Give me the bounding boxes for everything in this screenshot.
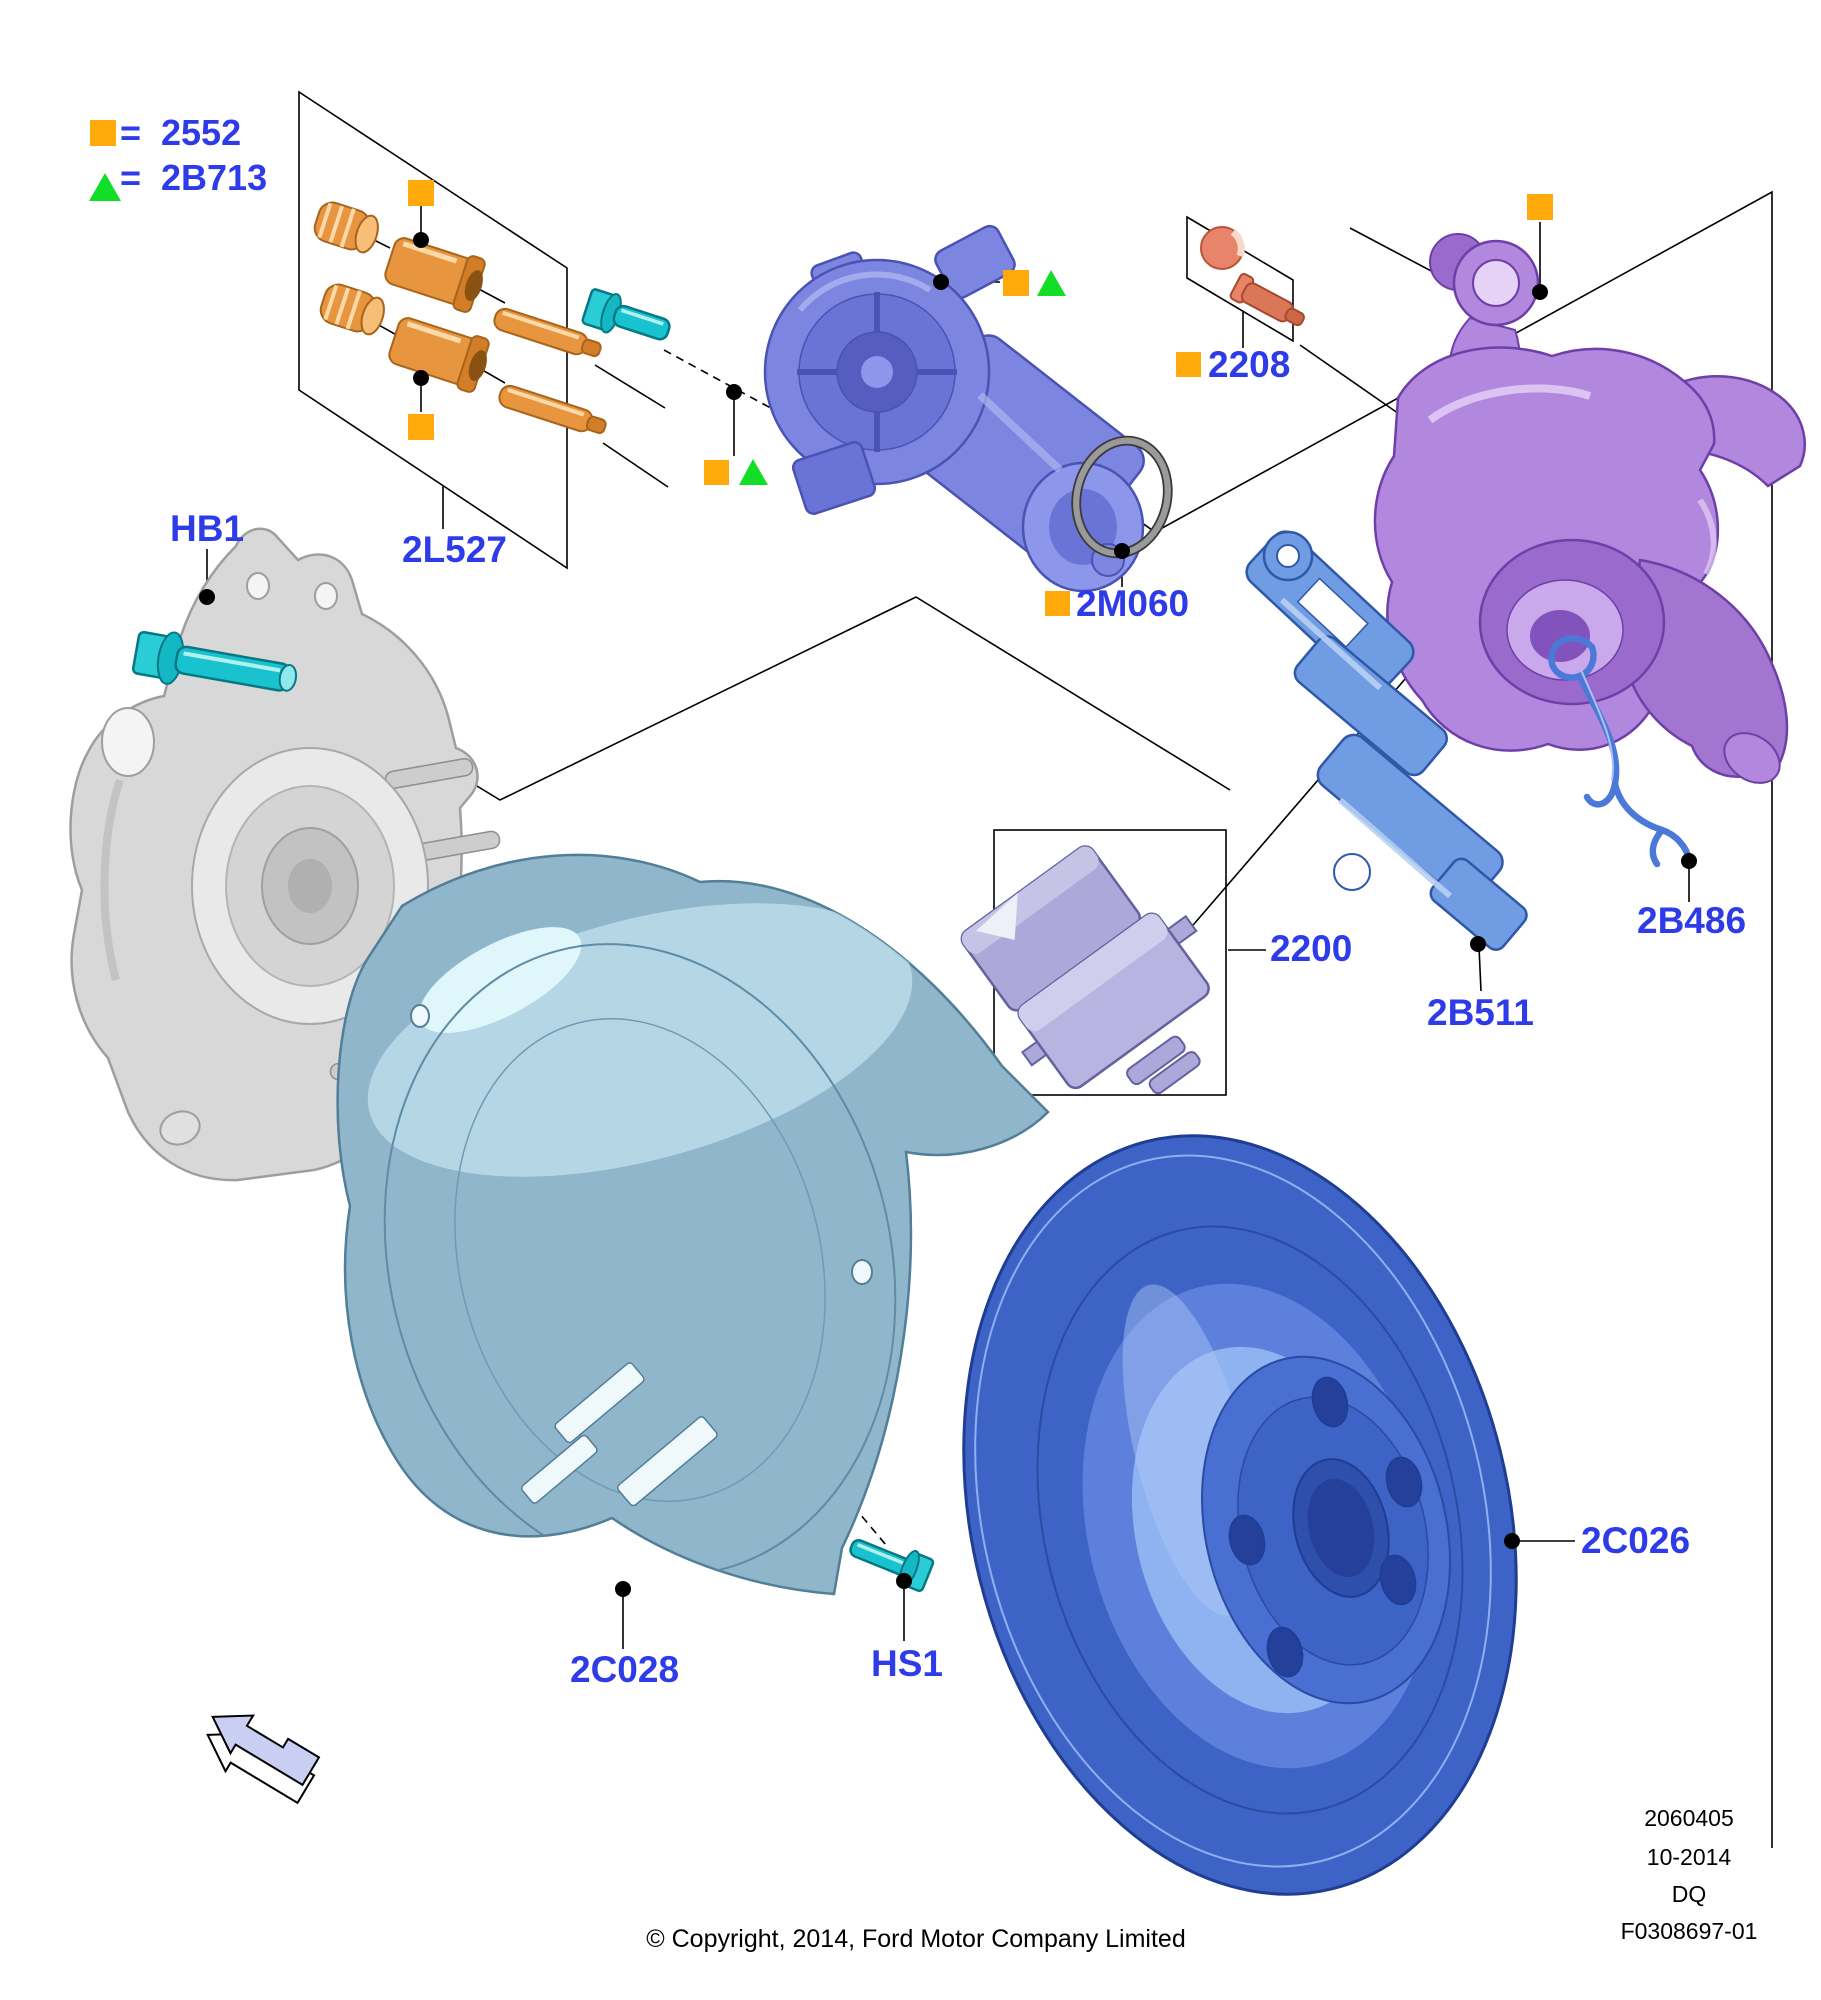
- label-2b486: 2B486: [1637, 900, 1746, 941]
- guide-pin-sleeve: [384, 237, 486, 313]
- label-2b511: 2B511: [1427, 992, 1534, 1033]
- brake-splash-shield: [336, 853, 1050, 1596]
- label-2m060: 2M060: [1076, 583, 1189, 624]
- brake-pad-rear: [960, 845, 1142, 1012]
- part-labels: HB1 2L527 2M060 2208 2200 2B511 2B486 2C…: [170, 344, 1746, 1690]
- brake-pads: [960, 845, 1210, 1095]
- orange-square-icon: [1527, 194, 1553, 220]
- motor-bolt: [581, 288, 671, 341]
- figure-number: F0308697-01: [1621, 1918, 1758, 1944]
- orange-square-icon: [1003, 270, 1029, 296]
- label-2200: 2200: [1270, 928, 1352, 969]
- legend-equals: =: [120, 157, 141, 198]
- kit-box-2208: [1186, 215, 1294, 343]
- doc-date: 10-2014: [1647, 1844, 1732, 1870]
- legend-equals: =: [120, 112, 141, 153]
- quantity-markers: [408, 180, 1553, 616]
- label-2l527: 2L527: [402, 529, 507, 570]
- bleed-screw: [1229, 273, 1305, 327]
- guide-pin: [498, 384, 607, 435]
- shield-bolt-hole: [851, 1259, 873, 1285]
- green-triangle-icon: [89, 173, 121, 201]
- orange-square-icon: [1045, 591, 1070, 616]
- disc-lug-holes: [1228, 1376, 1423, 1678]
- pad-shims: [1126, 1035, 1201, 1095]
- kit-box-2l527: [298, 90, 568, 570]
- pad-spring-clip: [1548, 635, 1693, 868]
- orange-square-icon: [408, 414, 434, 440]
- guide-pin: [493, 307, 602, 358]
- bleed-screw-kit: [1200, 226, 1305, 327]
- orange-square-icon: [408, 180, 434, 206]
- orange-square-icon: [90, 120, 116, 146]
- guide-pin-cap: [319, 283, 385, 336]
- legend-code-2b713: 2B713: [161, 157, 267, 198]
- guide-pin-kit: [313, 201, 607, 435]
- doc-number: 2060405: [1644, 1805, 1734, 1831]
- legend: = 2552 = 2B713: [89, 112, 267, 201]
- label-2208: 2208: [1208, 344, 1290, 385]
- plant-code: DQ: [1672, 1881, 1707, 1907]
- motor-o-ring: [1071, 435, 1173, 559]
- knuckle-ear-hole: [246, 572, 270, 600]
- label-2c026: 2C026: [1581, 1520, 1690, 1561]
- copyright-text: © Copyright, 2014, Ford Motor Company Li…: [646, 1925, 1186, 1953]
- orientation-arrow-icon: [206, 1714, 321, 1805]
- green-triangle-icon: [1037, 270, 1066, 296]
- leader-dots: [199, 232, 1697, 1597]
- brake-pad-front: [1017, 912, 1210, 1090]
- label-hs1: HS1: [871, 1643, 943, 1684]
- green-triangle-icon: [739, 459, 768, 485]
- brake-caliper: [1373, 233, 1806, 784]
- footer: 2060405 10-2014 DQ F0308697-01 © Copyrig…: [646, 1805, 1757, 1953]
- guide-pin-sleeve: [388, 317, 490, 393]
- orange-square-icon: [704, 460, 729, 485]
- legend-code-2552: 2552: [161, 112, 241, 153]
- label-hb1: HB1: [170, 508, 244, 549]
- guide-pin-cap: [313, 201, 379, 254]
- label-2c028: 2C028: [570, 1649, 679, 1690]
- parking-brake-motor: [763, 224, 1145, 593]
- brake-disc: [962, 1134, 1518, 1896]
- shield-bolt-hs1: [849, 1538, 935, 1593]
- caliper-bracket: [1245, 530, 1528, 951]
- orange-square-icon: [1176, 352, 1201, 377]
- hub-bolt-hb1: [131, 630, 298, 692]
